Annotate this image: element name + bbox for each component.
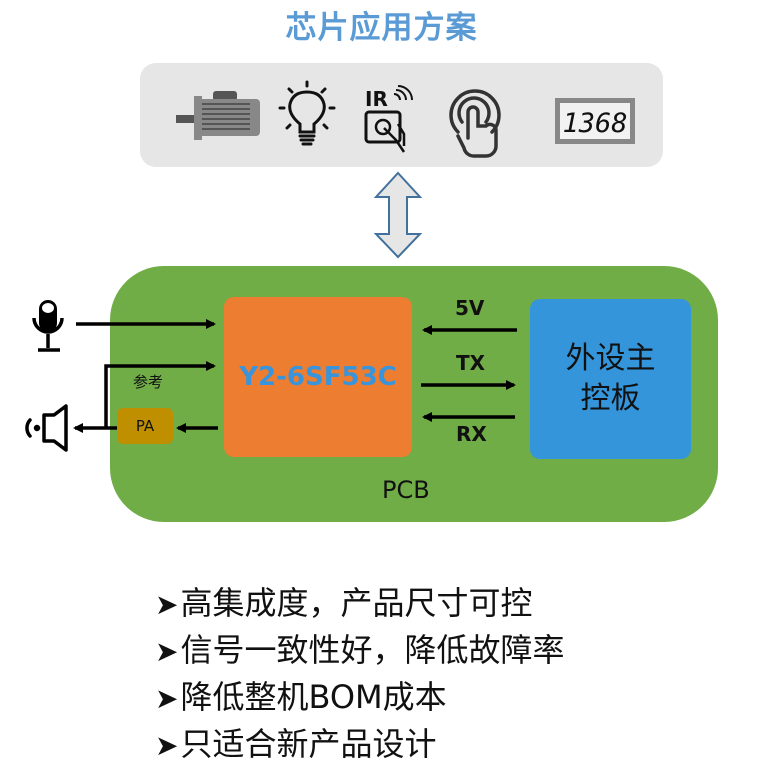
feature-item: ➤高集成度，产品尺寸可控 <box>155 584 533 622</box>
pa-block: PA <box>117 408 173 444</box>
bullet-arrow-icon: ➤ <box>155 729 179 762</box>
pcb-label: PCB <box>382 476 430 504</box>
chip-block: Y2-6SF53C <box>224 297 412 457</box>
svg-text:IR: IR <box>365 87 388 111</box>
host-controller-block: 外设主控板 <box>530 299 691 459</box>
reference-feedback-arrow <box>104 361 216 428</box>
microphone-icon <box>32 300 64 352</box>
chip-label: Y2-6SF53C <box>239 362 397 392</box>
pa-label: PA <box>135 417 155 435</box>
bidirectional-arrow-icon <box>373 171 423 259</box>
signal-rx-label: RX <box>456 422 487 446</box>
page-title: 芯片应用方案 <box>285 10 478 46</box>
feature-item: ➤信号一致性好，降低故障率 <box>155 631 565 669</box>
host-controller-label: 外设主控板 <box>565 341 656 416</box>
light-bulb-icon <box>278 80 336 146</box>
signal-tx-label: TX <box>456 351 486 375</box>
svg-text:1368: 1368 <box>562 108 627 139</box>
bullet-arrow-icon: ➤ <box>155 682 179 715</box>
feature-list: ➤高集成度，产品尺寸可控 ➤信号一致性好，降低故障率 ➤降低整机BOM成本 ➤只… <box>155 580 564 768</box>
feature-item: ➤降低整机BOM成本 <box>155 678 447 716</box>
bullet-arrow-icon: ➤ <box>155 635 179 668</box>
touch-icon <box>449 89 501 158</box>
digital-display-icon: 1368 <box>555 98 635 144</box>
speaker-icon <box>25 404 68 452</box>
feature-item: ➤只适合新产品设计 <box>155 725 437 763</box>
bullet-arrow-icon: ➤ <box>155 588 179 621</box>
signal-5v-label: 5V <box>455 296 485 320</box>
reference-label: 参考 <box>133 373 164 391</box>
ir-remote-icon: IR <box>364 85 413 153</box>
motor-icon <box>176 91 260 140</box>
